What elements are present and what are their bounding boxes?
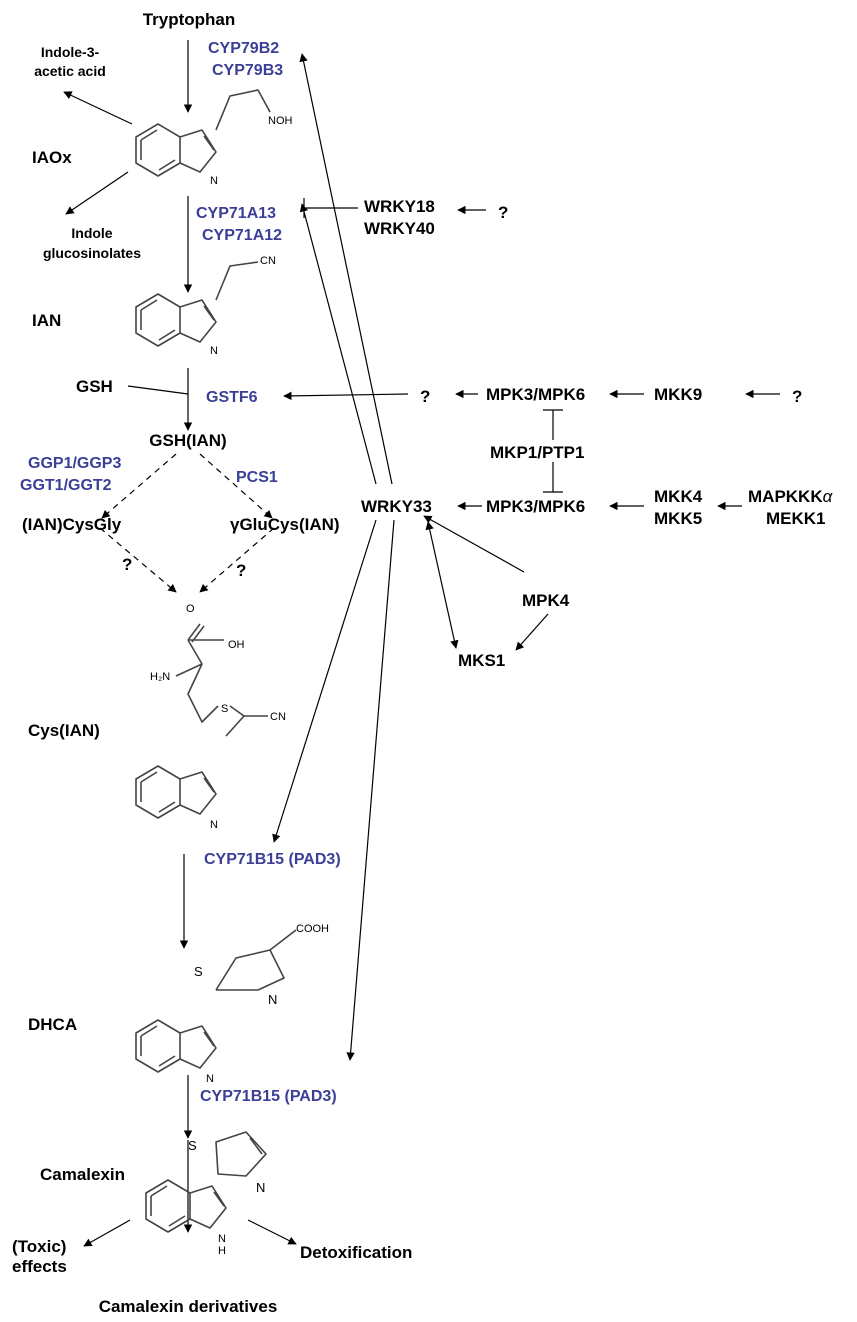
side-product-labels: Indole-3- acetic acid Indole glucosinola… <box>34 44 141 261</box>
mpk3-mpk6-top-label: MPK3/MPK6 <box>486 385 585 404</box>
svg-text:N: N <box>210 819 218 831</box>
svg-text:N: N <box>256 1180 265 1195</box>
ggp-label: GGP1/GGP3 <box>28 455 121 472</box>
unknown-wrky-label: ? <box>498 203 508 222</box>
svg-text:OH: OH <box>228 639 245 651</box>
wrky33-label: WRKY33 <box>361 497 432 516</box>
iaa-label-2: acetic acid <box>34 63 106 79</box>
unknown-gstf6-label: ? <box>420 387 430 406</box>
ig-label-1: Indole <box>71 225 112 241</box>
svg-text:N: N <box>210 175 218 187</box>
gsh-ian-label: GSH(IAN) <box>149 431 226 450</box>
svg-text:COOH: COOH <box>296 923 329 935</box>
ian-structure: CN N <box>135 255 276 357</box>
ggt-label: GGT1/GGT2 <box>20 477 112 494</box>
cyp79b2-label: CYP79B2 <box>208 40 279 57</box>
mekk1-label: MEKK1 <box>766 509 826 528</box>
mkk9-label: MKK9 <box>654 385 702 404</box>
camalexin-derivatives-label: Camalexin derivatives <box>99 1297 278 1316</box>
camalexin-label: Camalexin <box>40 1165 125 1184</box>
detoxification-label: Detoxification <box>300 1243 412 1262</box>
toxic-label-2: effects <box>12 1257 67 1276</box>
unknown-mkk9-label: ? <box>792 387 802 406</box>
svg-text:N: N <box>210 345 218 357</box>
main-pathway-arrows <box>63 40 297 1247</box>
svg-text:N: N <box>218 1233 226 1245</box>
iaox-structure: NOH N <box>135 89 293 187</box>
wrky40-label: WRKY40 <box>364 219 435 238</box>
gsh-label: GSH <box>76 377 113 396</box>
unknown-left-label: ? <box>122 555 132 574</box>
cyp71a12-label: CYP71A12 <box>202 227 282 244</box>
glucys-ian-label: γGluCys(IAN) <box>230 515 340 534</box>
gstf6-label: GSTF6 <box>206 389 258 406</box>
mkk4-label: MKK4 <box>654 487 703 506</box>
cyp71b15-label-1: CYP71B15 (PAD3) <box>204 851 341 868</box>
unknown-labels: ? ? ? ? ? <box>122 203 802 580</box>
wrky18-label: WRKY18 <box>364 197 435 216</box>
cys-ian-label: Cys(IAN) <box>28 721 100 740</box>
ian-label: IAN <box>32 311 61 330</box>
mpk3-mpk6-bottom-label: MPK3/MPK6 <box>486 497 585 516</box>
regulatory-arrows <box>272 53 780 1061</box>
ian-cysgly-label: (IAN)CysGly <box>22 515 122 534</box>
svg-text:S: S <box>188 1138 197 1153</box>
mkk5-label: MKK5 <box>654 509 702 528</box>
svg-text:S: S <box>194 964 203 979</box>
enzyme-labels: CYP79B2 CYP79B3 CYP71A13 CYP71A12 GSTF6 … <box>20 40 341 1105</box>
outcome-labels: (Toxic) effects Detoxification Camalexin… <box>12 1237 412 1316</box>
mkp1-ptp1-label: MKP1/PTP1 <box>490 443 584 462</box>
dhca-label: DHCA <box>28 1015 77 1034</box>
svg-text:S: S <box>221 703 228 715</box>
mks1-label: MKS1 <box>458 651 505 670</box>
svg-text:N: N <box>268 992 277 1007</box>
camalexin-structure: S N N H <box>145 1131 267 1257</box>
svg-text:CN: CN <box>260 255 276 267</box>
mapkkk-label: MAPKKKα <box>748 487 834 506</box>
svg-text:O: O <box>186 603 195 615</box>
svg-text:CN: CN <box>270 711 286 723</box>
iaox-label: IAOx <box>32 148 72 167</box>
cys-ian-structure: O OH H₂N S CN N <box>135 603 286 831</box>
unknown-right-label: ? <box>236 561 246 580</box>
ig-label-2: glucosinolates <box>43 245 141 261</box>
svg-text:H: H <box>218 1245 226 1257</box>
svg-text:N: N <box>206 1073 214 1085</box>
regulator-labels: WRKY18 WRKY40 WRKY33 MPK3/MPK6 MKP1/PTP1… <box>361 197 834 670</box>
toxic-label-1: (Toxic) <box>12 1237 66 1256</box>
pcs1-label: PCS1 <box>236 469 278 486</box>
cyp71a13-label: CYP71A13 <box>196 205 276 222</box>
compound-labels: Tryptophan IAOx IAN GSH GSH(IAN) (IAN)Cy… <box>22 10 340 1184</box>
noh-atom: NOH <box>268 115 293 127</box>
dhca-structure: COOH S N N <box>135 923 329 1085</box>
cyp79b3-label: CYP79B3 <box>212 62 283 79</box>
iaa-label-1: Indole-3- <box>41 44 100 60</box>
cyp71b15-label-2: CYP71B15 (PAD3) <box>200 1088 337 1105</box>
mpk4-label: MPK4 <box>522 591 570 610</box>
tryptophan-label: Tryptophan <box>143 10 236 29</box>
svg-text:H₂N: H₂N <box>150 671 170 683</box>
